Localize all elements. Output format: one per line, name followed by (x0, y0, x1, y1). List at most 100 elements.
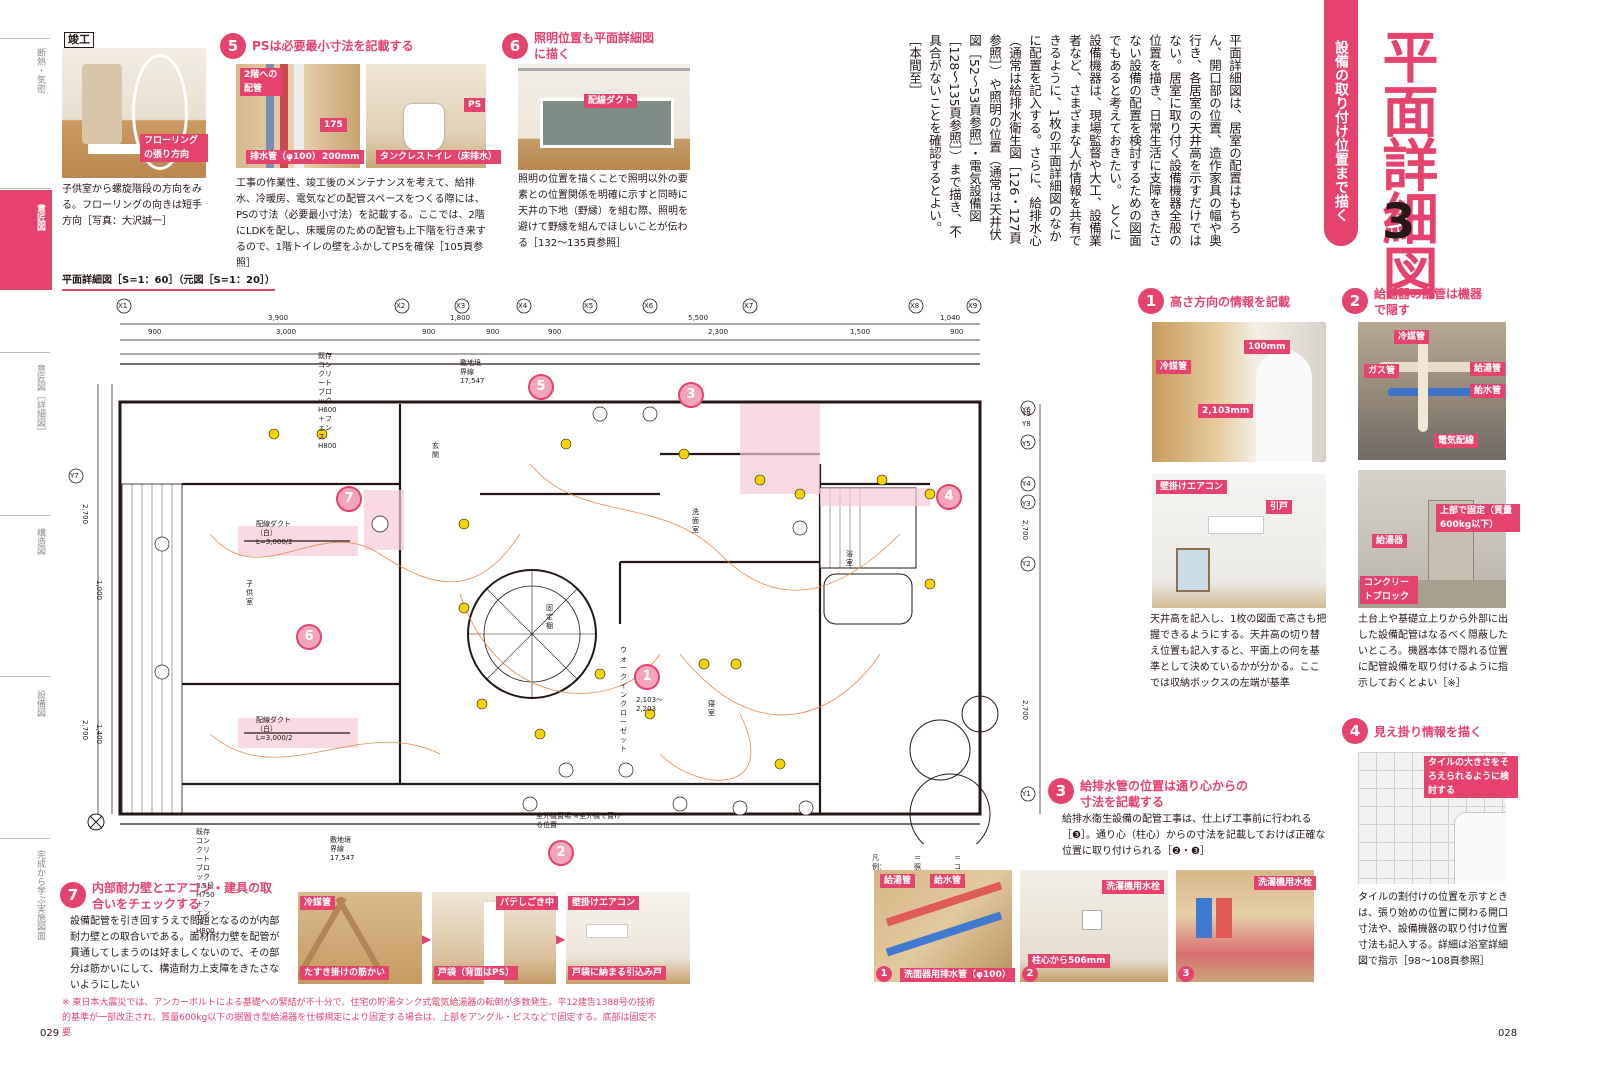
axis-y8: Y8 (1022, 420, 1031, 428)
floor-plan-drawing (68, 298, 1041, 844)
axis-y9: Y9 (1022, 410, 1031, 418)
side-nav-item-insulation[interactable]: 断熱・気密 (35, 48, 45, 93)
axis-y7: Y7 (70, 472, 79, 480)
pipe-tag-175: 175 (320, 118, 347, 132)
dim-sub-2: 3,000 (276, 328, 297, 336)
boiler-tag-water: 給水管 (1470, 384, 1506, 398)
p3-tag-washer-1: 洗濯機用水栓 (1102, 880, 1165, 894)
dim-top-4: 1,040 (940, 314, 961, 322)
dim-top-2: 1,800 (450, 314, 471, 322)
point2-number: 2 (1342, 288, 1368, 314)
room-kids: 子供室 (246, 580, 253, 606)
w3-tag-ac: 壁掛けエアコン (568, 896, 640, 910)
point3-number: 3 (1048, 778, 1074, 804)
dim-left-4: 2,700 (81, 720, 89, 741)
arrow-icon-2: ▶ (556, 932, 566, 946)
plan-marker-7: 7 (336, 486, 362, 512)
p3-photo-num-1: 1 (876, 966, 892, 982)
axis-y6: Y6 (1022, 406, 1031, 414)
plan-marker-1: 1 (634, 664, 660, 690)
point7-title: 内部耐力壁とエアコン・建具の取合いをチェックする (92, 881, 273, 911)
dim-sub-1: 900 (148, 328, 162, 336)
height-photo-1 (1152, 322, 1326, 462)
p3-photo-num-3: 3 (1178, 966, 1194, 982)
outdoor-unit-area: 室外機置場 ※室外機で置ける位置 (536, 812, 622, 829)
point1-title: 高さ方向の情報を記載 (1170, 295, 1291, 309)
side-nav-item-design-detail[interactable]: 意匠図［詳細図］ (35, 364, 45, 436)
height-tag-refrigerant: 冷媒管 (1156, 360, 1192, 374)
dim-sub-4: 900 (486, 328, 500, 336)
point3-text: 給排水衛生設備の配管工事は、仕上げ工事前に行われる［❸］。通り心（柱心）からの寸… (1062, 814, 1326, 857)
point4-title: 見え掛り情報を描く (1374, 725, 1483, 739)
axis-x5: X5 (584, 302, 594, 310)
height-tag-2103: 2,103mm (1198, 404, 1254, 418)
plan-marker-4: 4 (936, 484, 962, 510)
legend-label: 凡例： (872, 854, 886, 871)
point5-title: PSは必要最小寸法を記載する (252, 39, 414, 53)
lighting-photo (518, 64, 690, 170)
point3-title: 給排水管の位置は通り心からの寸法を記載する (1080, 779, 1249, 809)
footnote: ※ 東日本大震災では、アンカーボルトによる基礎への緊結が不十分で、住宅の貯湯タン… (62, 998, 657, 1038)
dim-sub-3: 900 (422, 328, 436, 336)
intro-text: 平面詳細図は、居室の配置はもちろん、開口部の位置、造作家具の幅や奥行き、各居室の… (907, 34, 1242, 247)
boundary-line-bottom: 敷地境界線 17,547 (330, 836, 355, 862)
side-nav-item-design[interactable]: 意匠図 (35, 204, 45, 231)
axis-y4: Y4 (1022, 480, 1031, 488)
arrow-icon-1: ▶ (422, 932, 432, 946)
room-washroom: 洗面室 (692, 508, 699, 534)
side-nav-item-structure[interactable]: 構造図 (35, 528, 45, 555)
p3-tag-washer-2: 洗濯機用水栓 (1254, 876, 1317, 890)
point1-number: 1 (1138, 288, 1164, 314)
plan-marker-3: 3 (678, 382, 704, 408)
point5-text: 工事の作業性、竣工後のメンテナンスを考えて、給排水、冷暖房、電気などの配管スペー… (236, 178, 486, 269)
pipe-tag-drain: 排水管（φ100） (246, 150, 325, 164)
point2-text: 土台上や基礎立上りから外部に出した設備配管はなるべく隠蔽したいところ。機器本体で… (1358, 614, 1508, 689)
plan-marker-5: 5 (528, 374, 554, 400)
point6-text: 照明の位置を描くことで照明以外の要素との位置関係を明確に示すと同時に天井の下地（… (518, 174, 688, 249)
dim-left-2: 1,000 (95, 580, 103, 601)
dim-right-1: 2,700 (1021, 520, 1029, 541)
toilet-tag: タンクレストイレ（床排水） (376, 150, 502, 164)
tile-tag: タイルの大きさをそろえられるように検討する (1424, 756, 1518, 798)
height-tag-100: 100mm (1244, 340, 1290, 354)
w1-tag-refrigerant: 冷媒管 (300, 896, 336, 910)
title-subtitle-badge (1324, 0, 1358, 246)
dim-sub-8: 900 (950, 328, 964, 336)
w2-tag-putty: パテしごき中 (496, 896, 559, 910)
point5-number: 5 (220, 33, 246, 59)
axis-x9: X9 (968, 302, 978, 310)
flooring-tag: フローリングの張り方向 (140, 134, 208, 162)
ceiling-height-range: 2,103〜2,203 (636, 696, 664, 713)
dim-left-3: 1,400 (95, 724, 103, 745)
wall-ac-tag: 壁掛けエアコン (1156, 480, 1228, 494)
axis-x6: X6 (644, 302, 654, 310)
page-number-left: 029 (40, 1028, 60, 1039)
side-nav-item-completion[interactable]: 完成から学ぶ実施図面 (35, 850, 45, 940)
plan-marker-6: 6 (296, 624, 322, 650)
w2-tag-pocket: 戸袋（背面はPS） (434, 966, 519, 980)
boundary-top: 既存コンクリートブロック H600＋フェンスH800 (318, 352, 337, 450)
boiler-tag-gas: ガス管 (1364, 364, 1400, 378)
plan-label: 平面詳細図［S=1：60］（元図［S=1：20］） (62, 274, 275, 291)
page-number-right: 028 (1498, 1028, 1518, 1039)
duct-label-1: 配線ダクト（白）L=3,000/2 (256, 520, 293, 546)
p3-photo-num-2: 2 (1022, 966, 1038, 982)
point6-title: 照明位置も平面詳細図に描く (534, 31, 655, 61)
side-nav-active-tab[interactable] (0, 190, 52, 290)
point4-text: タイルの割付けの位置を示すときは、張り始めの位置に関わる開口寸法や、設備機器の取… (1358, 892, 1508, 967)
completion-caption: 子供室から螺旋階段の方向をみる。フローリングの向きは短手方向［写真：大沢誠一］ (62, 184, 202, 227)
pipe-photo-1 (874, 870, 1012, 982)
w3-tag-door: 戸袋に納まる引込み戸 (568, 966, 667, 980)
pipe-tag-2f: 2階への配管 (240, 68, 282, 96)
boiler-tag-fix: 上部で固定（質量600kg以下） (1436, 504, 1520, 532)
title-number: 3 (1382, 194, 1416, 250)
p3-tag-hot: 給湯管 (880, 874, 916, 888)
dim-sub-5: 900 (548, 328, 562, 336)
axis-x2: X2 (396, 302, 406, 310)
sliding-door-tag: 引戸 (1266, 500, 1293, 514)
axis-x8: X8 (910, 302, 920, 310)
dim-left-1: 2,700 (81, 504, 89, 525)
plan-marker-2: 2 (548, 840, 574, 866)
side-nav-item-equipment[interactable]: 設備図 (35, 690, 45, 717)
boundary-line-top: 敷地境界線 17,547 (460, 359, 485, 385)
